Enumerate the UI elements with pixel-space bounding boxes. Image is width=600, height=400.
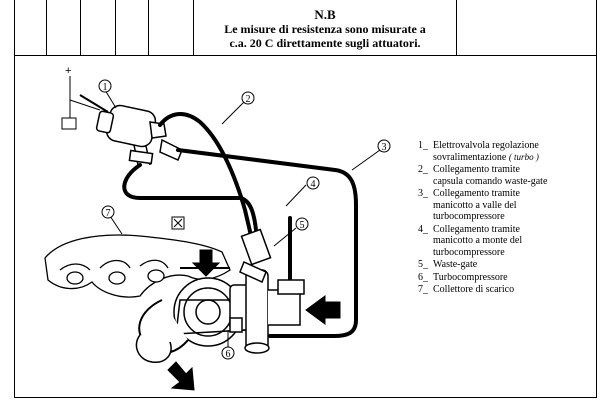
callout-3: 3 [382, 142, 387, 153]
callout-4: 4 [311, 179, 316, 190]
hose-2 [158, 112, 254, 242]
callouts: 1 2 3 4 5 6 7 [98, 79, 391, 360]
legend-item: 6_Turbocompressore [418, 271, 508, 283]
header-cell [81, 0, 116, 56]
waste-gate-actuator [239, 228, 272, 284]
header-cell [149, 0, 194, 56]
hose-waste-gate [122, 163, 258, 232]
callout-2: 2 [246, 94, 251, 105]
exhaust-manifold [44, 234, 231, 298]
note-line: c.a. 20 C direttamente sugli attuatori. [229, 36, 421, 50]
callout-6: 6 [226, 349, 231, 360]
legend: 1_Elettrovalvola regolazione sovraliment… [418, 140, 593, 297]
note-line: Le misure di resistenza sono misurate a [224, 22, 426, 36]
plus-sign: + [65, 65, 71, 77]
header-cell [14, 0, 47, 56]
left-arrow [305, 295, 341, 325]
header-cell [47, 0, 81, 56]
note-title: N.B [314, 7, 336, 22]
hose-3 [176, 148, 358, 338]
legend-item: 2_Collegamento tramite capsula comando w… [418, 164, 548, 187]
down-arrow [191, 249, 221, 277]
legend-item: 1_Elettrovalvola regolazione sovraliment… [418, 140, 539, 163]
turbo-diagram: + [44, 65, 391, 391]
flow-arrows [167, 249, 341, 391]
page-frame [14, 0, 597, 398]
callout-5: 5 [300, 220, 305, 231]
electrical-plug [171, 216, 185, 230]
header-cell [116, 0, 149, 56]
exit-arrow [167, 361, 195, 391]
legend-item: 7_Collettore di scarico [418, 284, 515, 295]
legend-item: 4_Collegamento tramite manicotto a monte… [418, 223, 523, 258]
legend-item: 5_Waste-gate [418, 259, 478, 270]
legend-item: 3_Collegamento tramite manicotto a valle… [418, 188, 520, 222]
hoses [122, 112, 358, 338]
solenoid-valve [95, 104, 183, 166]
turbocharger [135, 269, 305, 363]
callout-7: 7 [106, 208, 111, 219]
electrical-connector: + [61, 65, 109, 130]
header-table: N.B Le misure di resistenza sono misurat… [14, 0, 597, 56]
callout-1: 1 [103, 82, 108, 93]
note-box: N.B Le misure di resistenza sono misurat… [194, 0, 457, 56]
callout-leaders [104, 89, 381, 348]
